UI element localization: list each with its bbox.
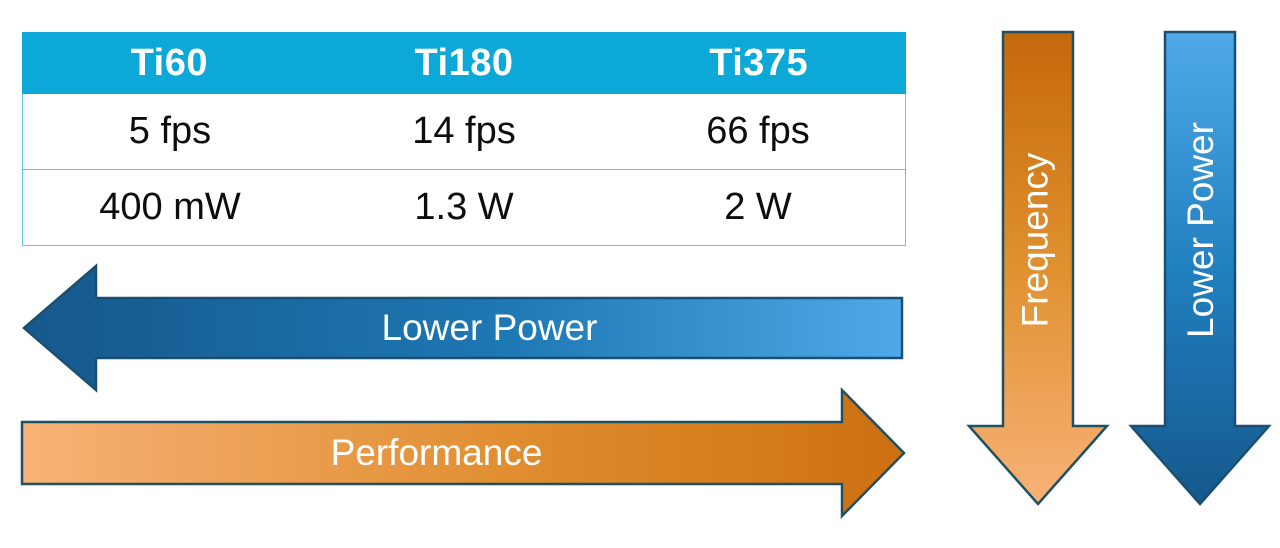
lower-power-left-arrow: Lower Power <box>18 262 906 394</box>
performance-right-arrow-label: Performance <box>330 432 543 473</box>
performance-right-arrow: Performance <box>18 386 910 520</box>
left-arrow-icon <box>22 263 904 393</box>
table-cell-fps-ti375: 66 fps <box>706 110 810 152</box>
table-row-fps: 5 fps 14 fps 66 fps <box>22 94 906 170</box>
lower-power-down-arrow: Lower Power <box>1126 28 1276 508</box>
table-header-cell-ti180: Ti180 <box>414 41 514 84</box>
table-cell-power-ti60: 400 mW <box>99 186 241 228</box>
table-cell-fps-ti180: 14 fps <box>412 110 516 152</box>
frequency-down-arrow: Frequency <box>960 28 1110 508</box>
table-cell-power-ti180: 1.3 W <box>414 186 514 228</box>
table-cell-fps-ti60: 5 fps <box>128 110 212 152</box>
table-row-power: 400 mW 1.3 W 2 W <box>22 170 906 246</box>
table-cell-power-ti375: 2 W <box>724 186 792 228</box>
comparison-table: Ti60 Ti180 Ti375 5 fps 14 fps 66 fps 400… <box>22 32 906 248</box>
table-header-row: Ti60 Ti180 Ti375 <box>22 32 906 94</box>
down-arrow-icon <box>966 30 1110 506</box>
lower-power-left-arrow-label: Lower Power <box>381 307 598 348</box>
table-header-cell-ti60: Ti60 <box>130 41 209 84</box>
down-arrow-icon <box>1128 30 1272 506</box>
table-header-cell-ti375: Ti375 <box>709 41 809 84</box>
right-arrow-icon <box>20 386 906 520</box>
